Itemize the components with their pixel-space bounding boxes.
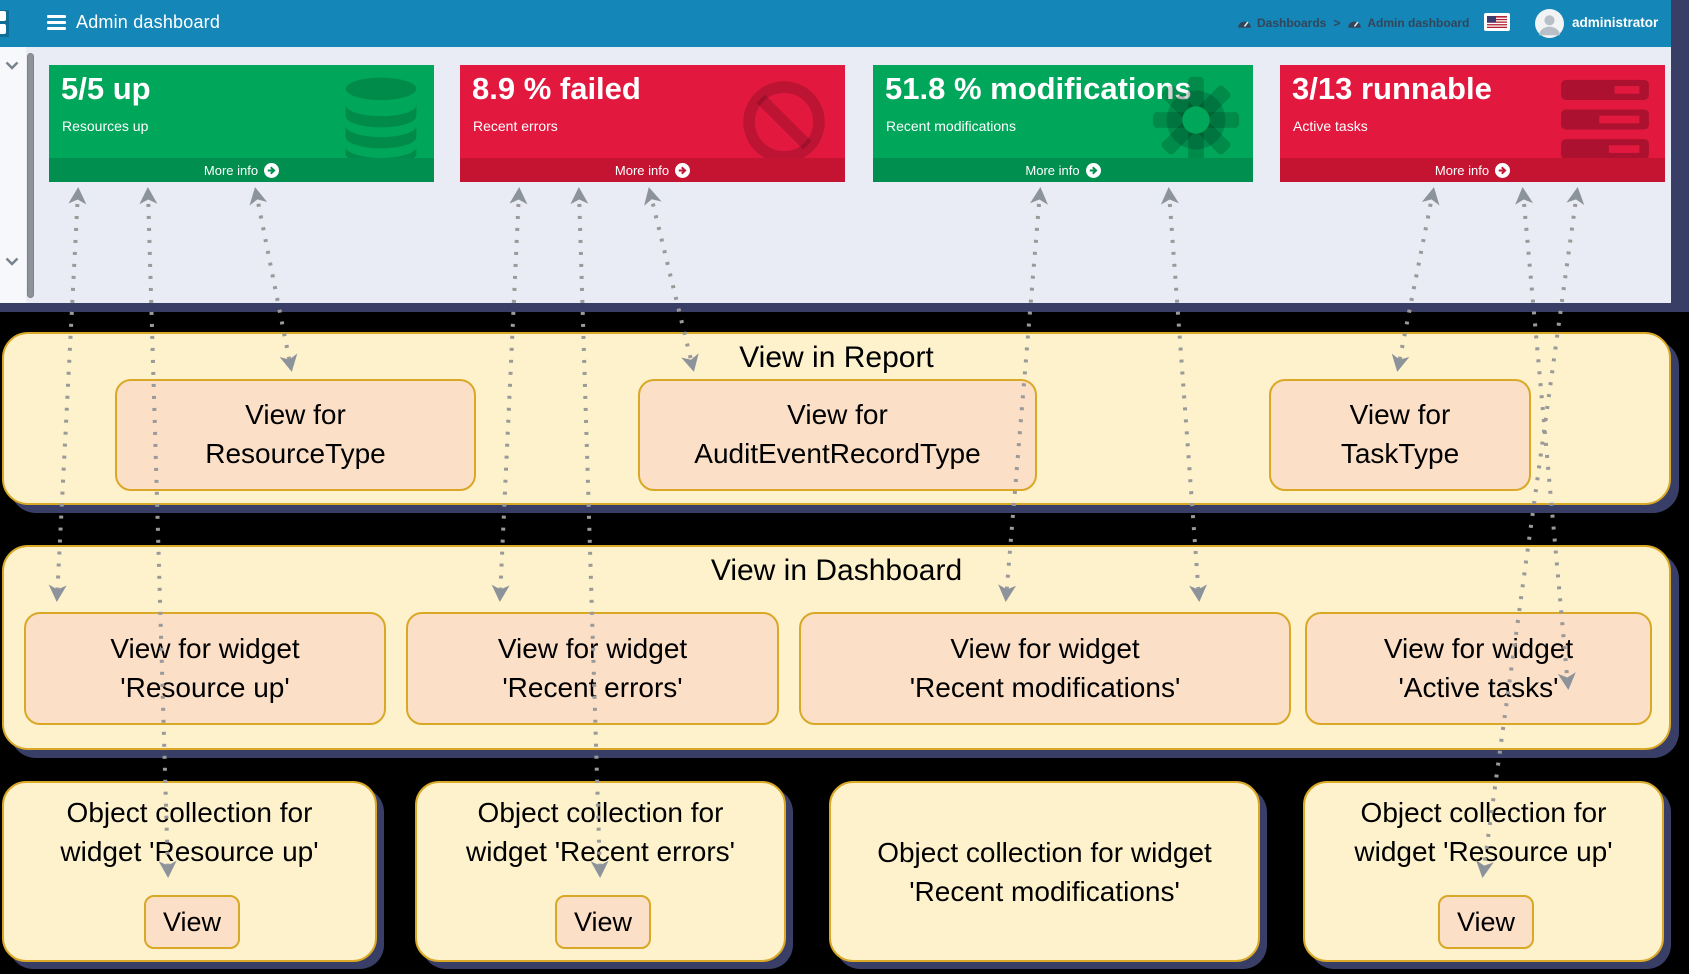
username-label: administrator xyxy=(1572,15,1659,30)
database-icon xyxy=(342,76,420,171)
info-box-subtitle: Active tasks xyxy=(1293,118,1368,134)
info-box-resources-up: 5/5 up Resources up More info xyxy=(49,65,434,182)
more-info-link[interactable]: More info xyxy=(873,158,1253,182)
breadcrumb-item-dashboards[interactable]: Dashboards xyxy=(1237,16,1326,30)
arrow-circle-right-icon xyxy=(264,162,280,178)
arrow-circle-right-icon xyxy=(675,162,691,178)
info-box-subtitle: Recent modifications xyxy=(886,118,1016,134)
more-info-link[interactable]: More info xyxy=(49,158,434,182)
hamburger-menu-icon[interactable] xyxy=(47,15,69,32)
info-box-subtitle: Resources up xyxy=(62,118,149,134)
chevron-down-icon[interactable] xyxy=(5,57,19,75)
report-group-panel: View in Report View for ResourceType Vie… xyxy=(2,332,1671,505)
info-box-subtitle: Recent errors xyxy=(473,118,558,134)
breadcrumb-separator: > xyxy=(1333,16,1341,30)
more-info-link[interactable]: More info xyxy=(1280,158,1665,182)
dashboard-icon xyxy=(1348,20,1362,28)
info-box-recent-errors: 8.9 % failed Recent errors More info xyxy=(460,65,845,182)
info-box-headline: 5/5 up xyxy=(61,71,151,106)
node-widget-active-tasks: View for widget 'Active tasks' xyxy=(1305,612,1652,725)
info-box-headline: 3/13 runnable xyxy=(1292,71,1492,106)
view-button[interactable]: View xyxy=(144,895,240,949)
node-widget-resource-up: View for widget 'Resource up' xyxy=(24,612,386,725)
collection-box-label: Object collection for widget 'Recent err… xyxy=(465,797,736,868)
dashboard-icon xyxy=(1238,20,1251,28)
view-button[interactable]: View xyxy=(555,895,651,949)
info-box-recent-modifications: 51.8 % modifications Recent modification… xyxy=(873,65,1253,182)
locale-flag-button[interactable] xyxy=(1484,13,1510,31)
report-group-title: View in Report xyxy=(739,341,934,374)
logo-fragment xyxy=(0,10,9,37)
arrow-circle-right-icon xyxy=(1495,162,1511,178)
view-button[interactable]: View xyxy=(1438,895,1534,949)
chevron-down-icon[interactable] xyxy=(5,253,19,271)
breadcrumb-item-admin-dashboard[interactable]: Admin dashboard xyxy=(1347,16,1469,30)
midpoint-screenshot: Admin dashboard Dashboards > Admin dashb… xyxy=(0,0,1689,312)
top-navbar: Admin dashboard Dashboards > Admin dashb… xyxy=(0,0,1671,47)
node-widget-recent-errors: View for widget 'Recent errors' xyxy=(406,612,779,725)
breadcrumb: Dashboards > Admin dashboard xyxy=(1237,16,1469,30)
collection-box-recent-modifications: Object collection for widget 'Recent mod… xyxy=(829,781,1260,962)
tasks-icon xyxy=(1559,78,1651,167)
info-box-headline: 51.8 % modifications xyxy=(885,71,1192,106)
user-avatar[interactable] xyxy=(1535,9,1564,38)
info-box-active-tasks: 3/13 runnable Active tasks xyxy=(1280,65,1665,182)
vertical-scrollbar[interactable] xyxy=(27,53,34,298)
collection-box-label: Object collection for widget 'Resource u… xyxy=(60,797,319,868)
collection-box-resource-up: Object collection for widget 'Resource u… xyxy=(2,781,377,962)
page-title: Admin dashboard xyxy=(76,12,221,32)
left-rail xyxy=(0,47,26,303)
gear-icon xyxy=(1149,73,1243,172)
node-view-for-tasktype: View for TaskType xyxy=(1269,379,1531,491)
collection-box-recent-errors: Object collection for widget 'Recent err… xyxy=(415,781,786,962)
collection-box-label: Object collection for widget 'Recent mod… xyxy=(877,836,1212,907)
node-widget-recent-modifications: View for widget 'Recent modifications' xyxy=(799,612,1291,725)
arrow-circle-right-icon xyxy=(1085,162,1101,178)
collection-box-label: Object collection for widget 'Resource u… xyxy=(1354,797,1613,868)
collection-box-resource-up-2: Object collection for widget 'Resource u… xyxy=(1303,781,1664,962)
more-info-link[interactable]: More info xyxy=(460,158,845,182)
node-view-for-resourcetype: View for ResourceType xyxy=(115,379,476,491)
ban-icon xyxy=(741,79,827,170)
info-box-headline: 8.9 % failed xyxy=(472,71,641,106)
dashboard-group-title: View in Dashboard xyxy=(710,554,963,587)
node-view-for-auditeventrecordtype: View for AuditEventRecordType xyxy=(638,379,1037,491)
dashboard-group-panel: View in Dashboard View for widget 'Resou… xyxy=(2,545,1671,750)
us-flag-icon xyxy=(1487,16,1507,28)
